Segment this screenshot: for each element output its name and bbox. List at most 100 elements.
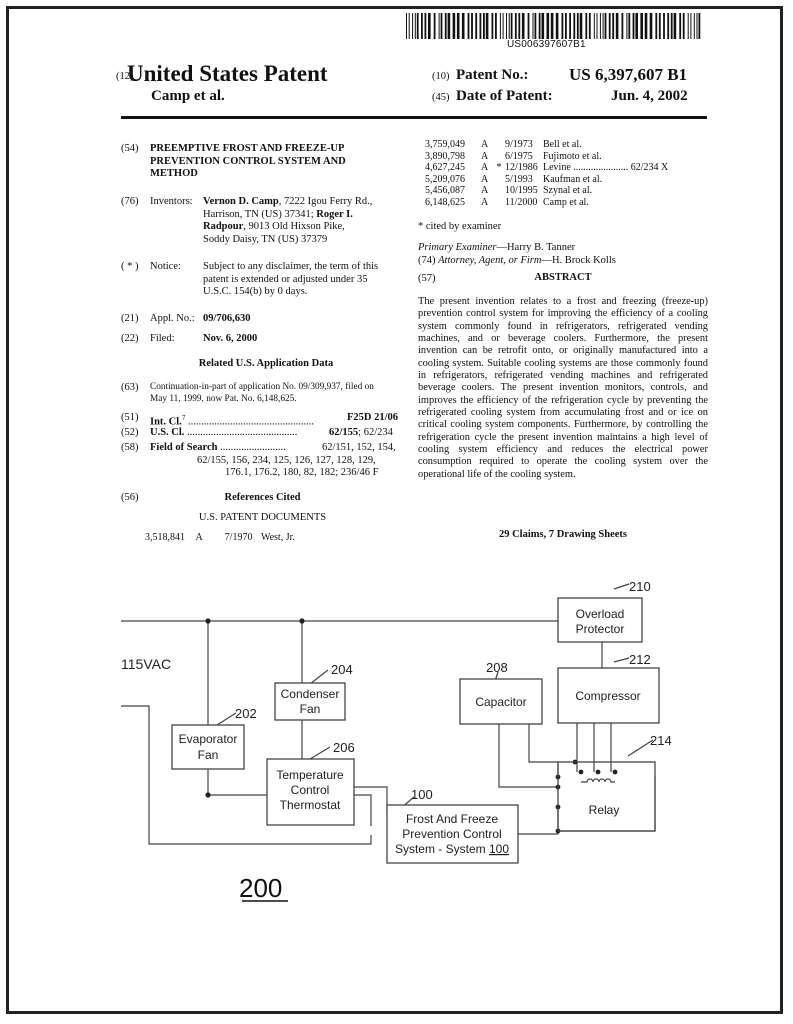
barcode-bar [502, 13, 504, 39]
primary-examiner-name: —Harry B. Tanner [496, 242, 576, 253]
barcode-bar [479, 13, 482, 39]
ref-star: * [496, 162, 502, 174]
ref-214: 214 [650, 733, 672, 748]
barcode-bar [467, 13, 470, 39]
int-cl: Int. Cl.7 ..............................… [150, 412, 314, 429]
leader-214 [627, 739, 654, 757]
continuation-line-1: Continuation-in-part of application No. … [150, 382, 374, 392]
barcode-bar [635, 13, 638, 39]
code-22: (22) [121, 333, 139, 344]
barcode-bar [408, 13, 410, 39]
barcode-bar [690, 13, 692, 39]
attorney-label: Attorney, Agent, or Firm [438, 255, 542, 266]
barcode-bar [588, 13, 591, 39]
barcode-bar [599, 13, 601, 39]
barcode-bar [521, 13, 525, 39]
barcode-bar [444, 13, 447, 39]
overload-label-2: Protector [576, 622, 625, 636]
overload-protector-box [557, 597, 643, 643]
fpc-box [386, 804, 519, 864]
us-cl-label: U.S. Cl. [150, 427, 185, 438]
int-cl-sup: 7 [181, 414, 186, 422]
barcode-bar [412, 13, 414, 39]
barcode-bar [550, 13, 554, 39]
barcode-bar [561, 13, 564, 39]
barcode-bar [632, 13, 635, 39]
ref-212: 212 [629, 652, 651, 667]
ref-204: 204 [331, 662, 353, 677]
barcode-bar [585, 13, 588, 39]
condenser-label-2: Fan [300, 702, 321, 716]
barcode-bar [604, 13, 607, 39]
appl-label: Appl. No.: [150, 313, 195, 324]
authors: Camp et al. [151, 88, 225, 104]
circuit-figure: Overload Protector Compressor Capacitor … [121, 579, 672, 903]
junction-dot [299, 618, 305, 624]
capacitor-box [459, 678, 543, 725]
ref-date: 9/1973 [505, 139, 533, 150]
fpc-label-2: Prevention Control [402, 827, 501, 841]
barcode-bar [510, 13, 513, 39]
left-ref-row: 3,518,841 A 7/1970 West, Jr. [145, 532, 295, 543]
ref-star [493, 174, 505, 186]
barcode-bar [602, 13, 604, 39]
leader-206 [309, 746, 331, 760]
code-52: (52) [121, 427, 139, 438]
barcode-bar [679, 13, 682, 39]
ref-208: 208 [486, 660, 508, 675]
related-heading: Related U.S. Application Data [198, 358, 334, 369]
fpc-label-3: System - System 100 [395, 842, 509, 856]
barcode-bar [491, 13, 494, 39]
barcode-bar [673, 13, 677, 39]
patent-page: US006397607B1 (12) United States Patent … [6, 6, 783, 1014]
claims-summary: 29 Claims, 7 Drawing Sheets [498, 529, 628, 540]
fos-line-3: 176.1, 176.2, 180, 82, 182; 236/46 F [225, 467, 379, 478]
attorney: (74) Attorney, Agent, or Firm—H. Brock K… [418, 255, 616, 268]
compressor-box [557, 667, 660, 724]
barcode-bar [682, 13, 685, 39]
barcode-bar [447, 13, 451, 39]
figure-number: 200 [239, 873, 282, 903]
barcode-bar [626, 13, 628, 39]
ref-name: Bell et al. [543, 139, 582, 150]
code-12: (12) [116, 71, 134, 82]
barcode-bar [508, 13, 510, 39]
relay-coil [581, 778, 615, 783]
barcode-bar [593, 13, 595, 39]
thermostat-box [266, 758, 355, 826]
barcode-bar [541, 13, 545, 39]
ref-star [493, 185, 505, 197]
evaporator-fan-box [171, 724, 245, 770]
wire-bus [208, 794, 372, 826]
title-line-2: PREVENTION CONTROL SYSTEM AND [150, 155, 346, 167]
publication-number: US006397607B1 [507, 39, 586, 50]
code-63: (63) [121, 382, 139, 393]
barcode-bar [621, 13, 624, 39]
ref-kind: A [195, 532, 203, 543]
barcode-bar [483, 13, 485, 39]
barcode-bar [406, 13, 407, 39]
voltage-label: 115VAC [121, 656, 171, 672]
ref-date: 6/1975 [505, 150, 533, 162]
fpc-label-1: Frost And Freeze [406, 812, 498, 826]
us-cl-value-rest: ; 62/234 [358, 427, 393, 438]
barcode-bar [663, 13, 665, 39]
ref-date: 11/2000 [505, 196, 538, 208]
barcode-bar [532, 13, 534, 39]
ref-number: 3,890,798 [425, 150, 465, 162]
barcode-bar [576, 13, 579, 39]
ref-number: 5,209,076 [425, 173, 465, 185]
barcode-bar [687, 13, 689, 39]
barcode-bar [696, 13, 698, 39]
inventor-2: Radpour, 9013 Old Hixson Pike, [203, 221, 345, 234]
code-10: (10) [432, 71, 450, 82]
barcode-bar [518, 13, 521, 39]
leader-204 [309, 669, 329, 685]
barcode-bar [495, 13, 497, 39]
barcode-bar [670, 13, 673, 39]
